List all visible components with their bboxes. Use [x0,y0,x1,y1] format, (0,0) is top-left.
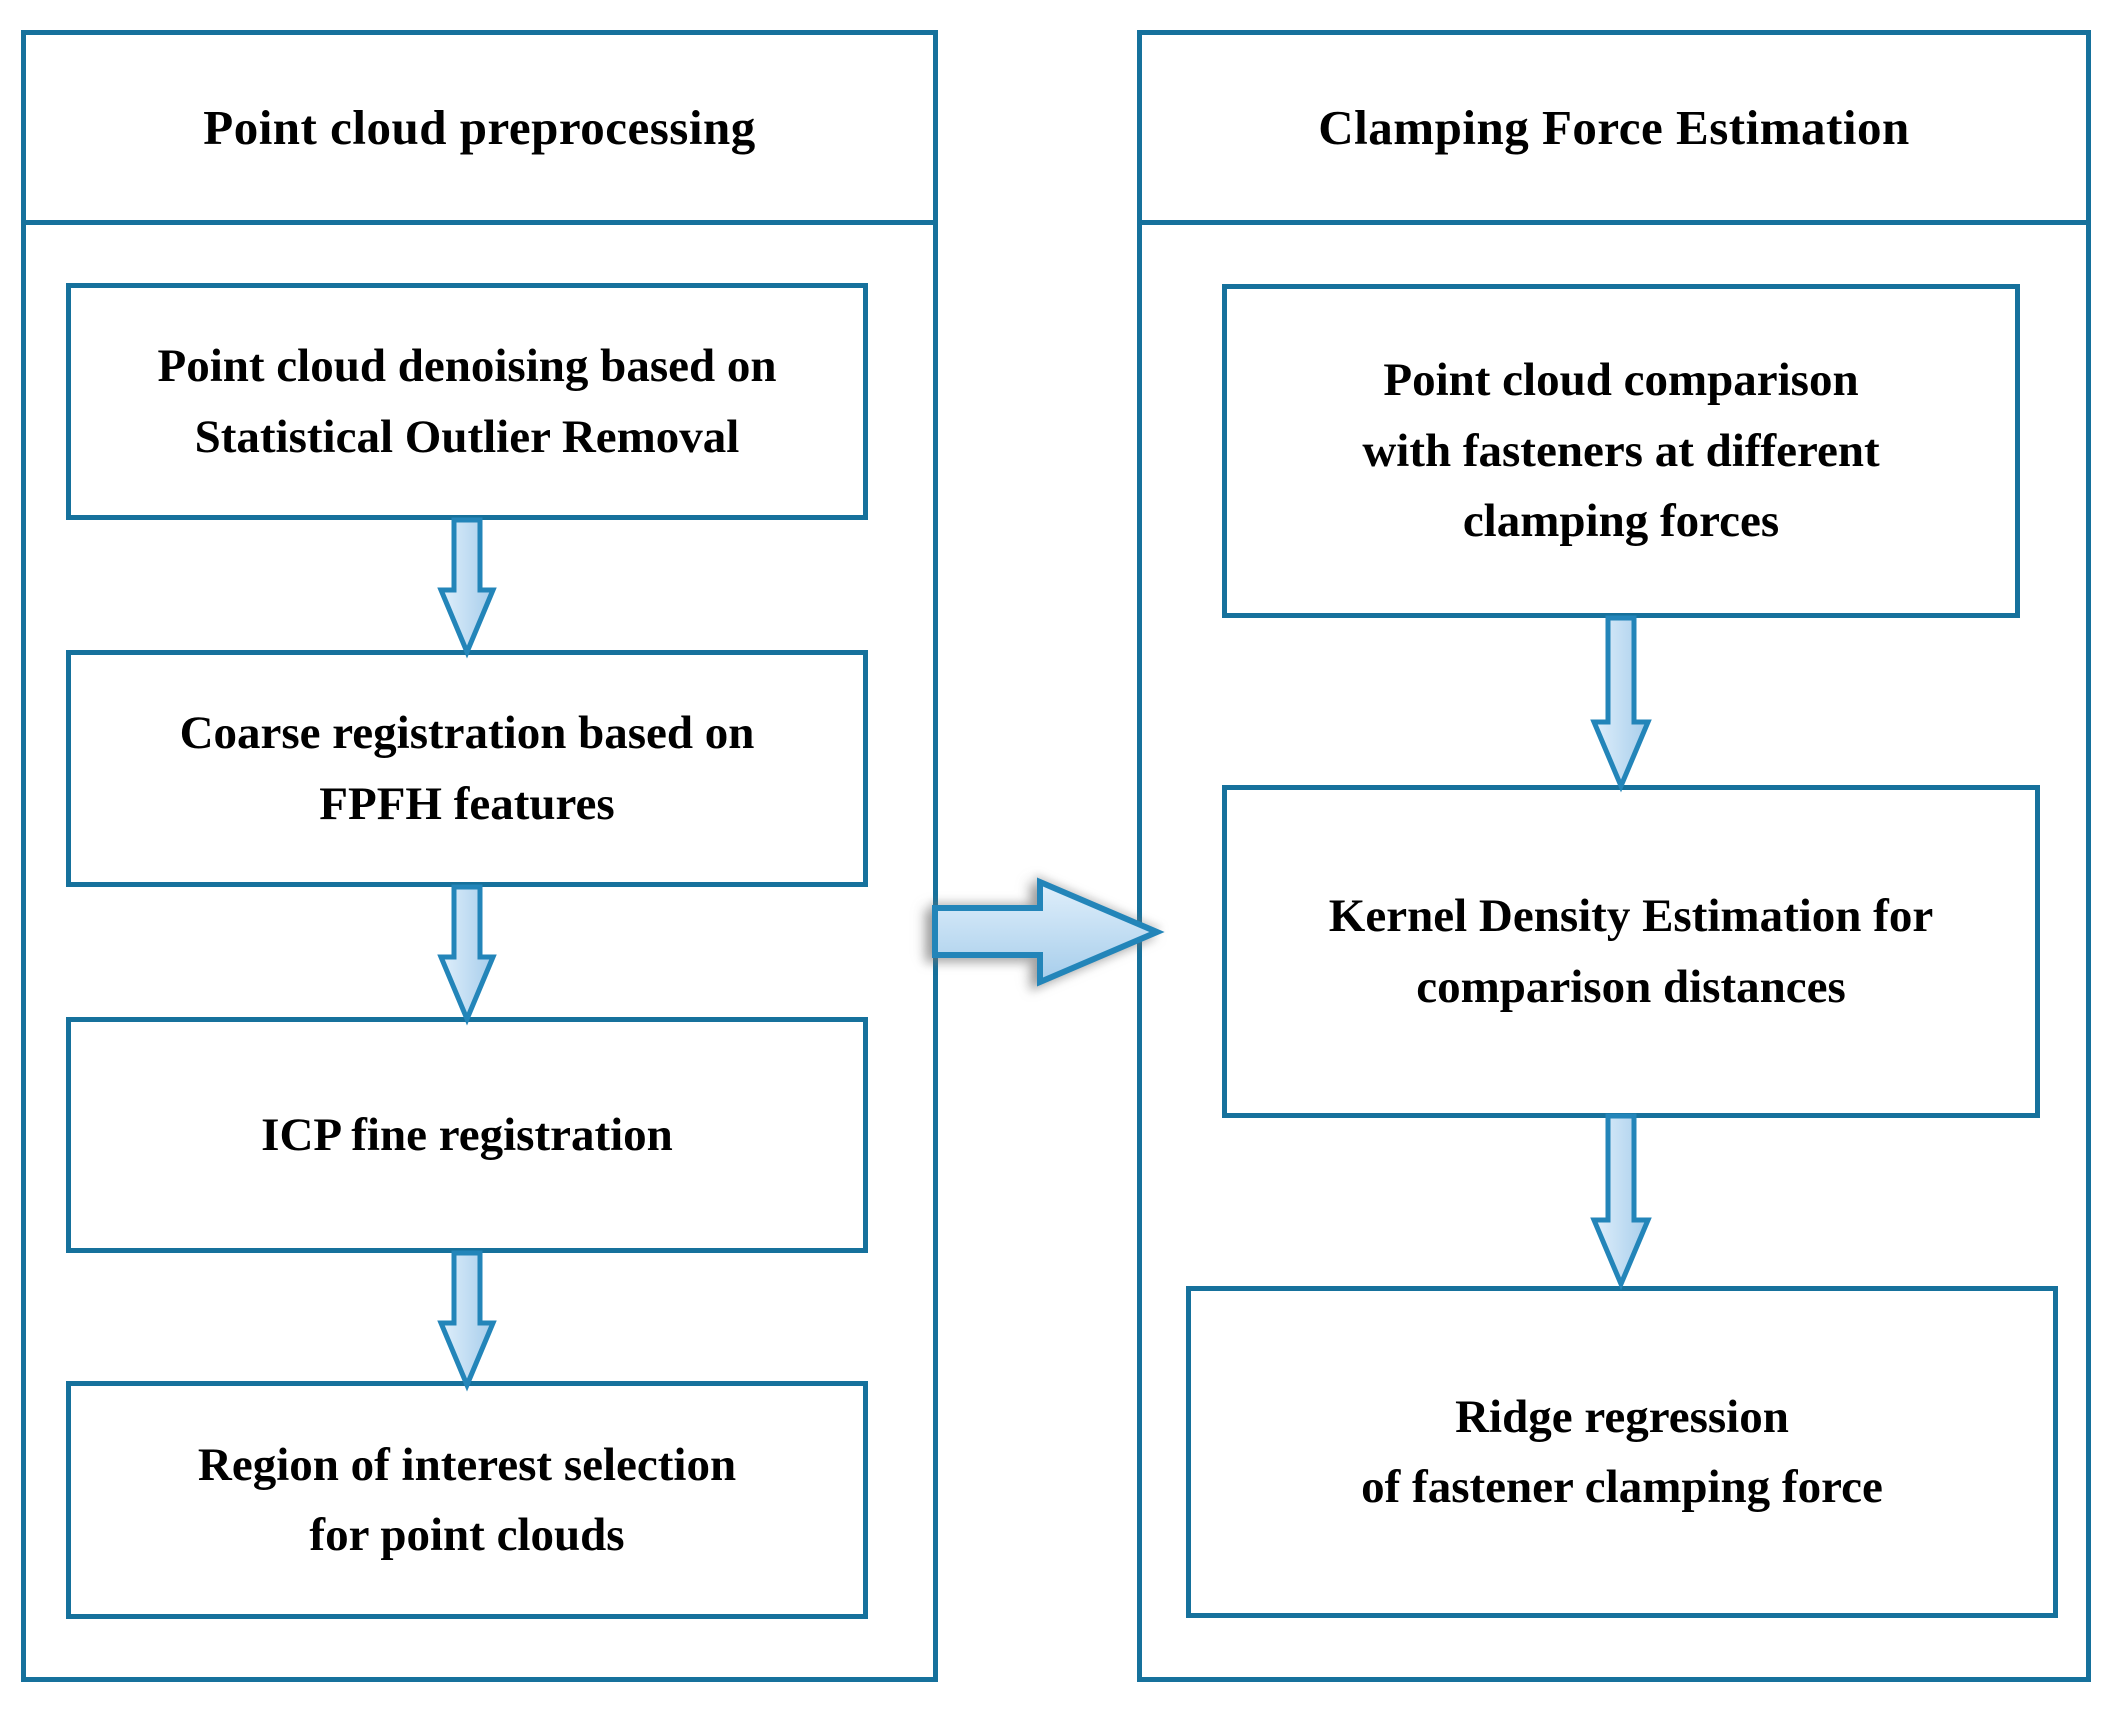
box-label-coarse-registration: Coarse registration based on FPFH featur… [179,707,755,830]
flow-arrow-down-4 [1590,615,1652,793]
box-label-ridge: Ridge regression of fastener clamping fo… [1361,1390,1883,1514]
flow-arrow-down-1 [437,517,497,659]
box-kernel-density-estimation: Kernel Density Estimation for comparison… [1222,785,2040,1118]
panel-title-right: Clamping Force Estimation [1318,100,1910,155]
box-label-roi: Region of interest selection for point c… [197,1438,737,1562]
panel-clamping-force-estimation: Clamping Force Estimation [1137,30,2091,1682]
box-icp-fine-registration: ICP fine registration [66,1017,868,1253]
box-label-comparison: Point cloud comparison with fasteners at… [1362,354,1880,548]
panel-header-left: Point cloud preprocessing [26,35,933,225]
box-label-denoising: Point cloud denoising based on Statistic… [157,340,777,463]
box-ridge-regression: Ridge regression of fastener clamping fo… [1186,1286,2058,1618]
box-label-kde: Kernel Density Estimation for comparison… [1328,890,1934,1013]
flow-arrow-down-2 [437,884,497,1026]
flow-arrow-down-5 [1590,1113,1652,1291]
panel-title-left: Point cloud preprocessing [203,100,756,155]
box-point-cloud-comparison: Point cloud comparison with fasteners at… [1222,284,2020,618]
box-coarse-registration: Coarse registration based on FPFH featur… [66,650,868,887]
panel-header-right: Clamping Force Estimation [1142,35,2086,225]
box-label-icp: ICP fine registration [261,1108,673,1161]
box-point-cloud-denoising: Point cloud denoising based on Statistic… [66,283,868,520]
flow-arrow-down-3 [437,1250,497,1392]
box-roi-selection: Region of interest selection for point c… [66,1381,868,1619]
panel-point-cloud-preprocessing: Point cloud preprocessing [21,30,938,1682]
flow-arrow-right [932,877,1165,987]
